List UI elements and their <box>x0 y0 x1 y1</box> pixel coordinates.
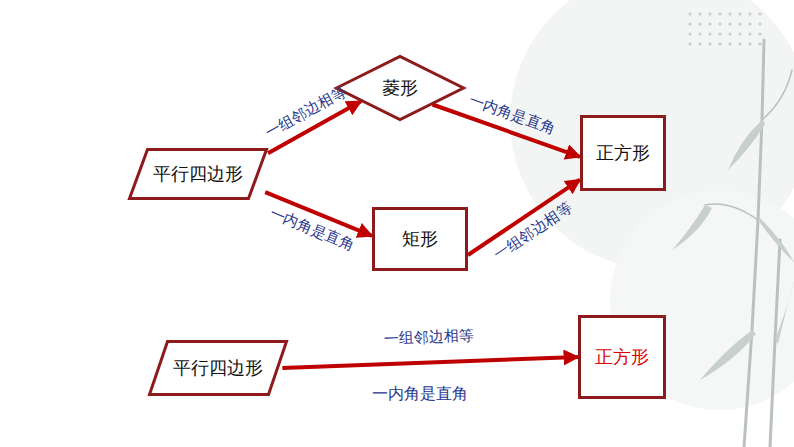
node-label: 正方形 <box>580 115 666 191</box>
shape-box: 正方形 <box>578 315 666 399</box>
node-label: 菱形 <box>335 55 465 121</box>
parallelogram-box: 平行四边形 <box>128 148 268 200</box>
edge-label: 一组邻边相等 <box>384 328 475 348</box>
node-label: 平行四边形 <box>148 340 288 396</box>
node-label: 平行四边形 <box>128 148 268 200</box>
decision-diamond: 菱形 <box>335 55 465 121</box>
parallelogram-box: 平行四边形 <box>148 340 288 396</box>
bamboo-leaves <box>672 120 794 380</box>
node-label: 矩形 <box>372 207 468 271</box>
condition-label: 一内角是直角 <box>372 385 468 403</box>
dot-grid <box>688 12 761 45</box>
shape-box: 正方形 <box>580 115 666 191</box>
arrow-connector <box>282 357 578 368</box>
node-label: 正方形 <box>578 315 666 399</box>
shape-box: 矩形 <box>372 207 468 271</box>
